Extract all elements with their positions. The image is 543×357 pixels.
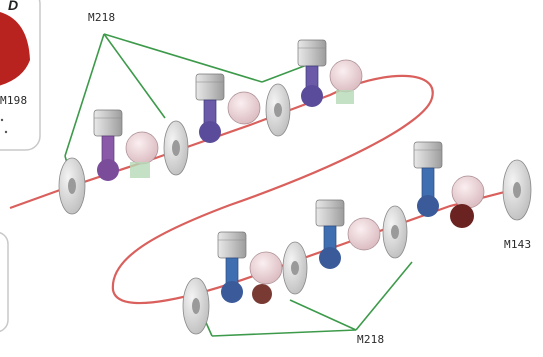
cylinder-unit	[217, 231, 283, 304]
cylinder-unit	[93, 109, 159, 181]
cylinder-unit	[413, 141, 485, 228]
inset-panel-lower	[0, 231, 9, 333]
crank-axis	[9, 74, 521, 305]
mirror-label-left: M198	[0, 94, 28, 107]
mirror-disk	[382, 205, 408, 259]
cylinder-unit	[195, 73, 261, 143]
inset-letter: D	[8, 0, 19, 13]
cylinder-unit	[315, 199, 381, 269]
mirror-label-top: M218	[88, 11, 116, 24]
mirror-disk	[58, 157, 86, 215]
mirror-label-bottom: M218	[357, 333, 385, 346]
inset-panel	[0, 0, 41, 151]
mirror-label-right: M143	[504, 238, 532, 251]
mirror-disk	[163, 120, 189, 176]
beam-path-top	[64, 33, 321, 181]
mirror-disk	[182, 277, 210, 335]
mirror-disk	[265, 83, 291, 137]
mirror-disk	[502, 159, 532, 221]
cylinder-unit	[297, 39, 363, 107]
mirror-disk	[282, 241, 308, 295]
